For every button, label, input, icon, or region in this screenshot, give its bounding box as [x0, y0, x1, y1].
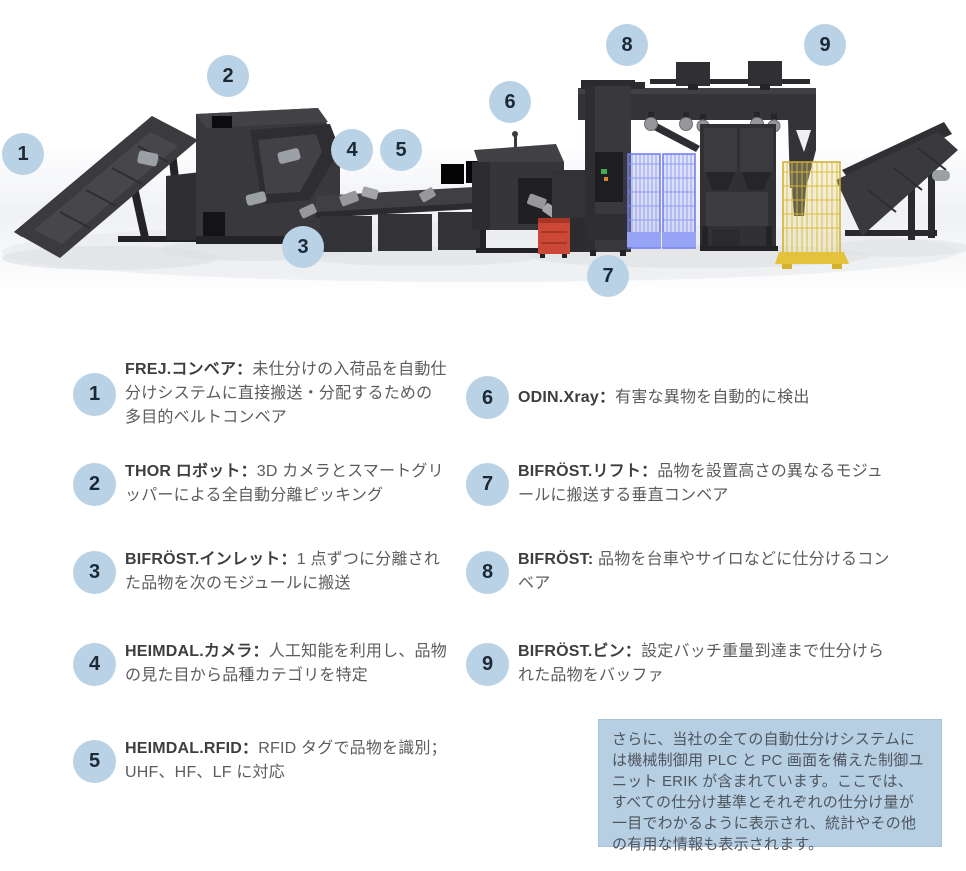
legend-title-9: BIFRÖST.ビン：: [518, 643, 642, 660]
legend-title-5: HEIMDAL.RFID：: [125, 740, 259, 757]
lift-tower: [581, 80, 635, 256]
legend-number-7: 7: [466, 462, 509, 506]
legend-desc-2: 3D カメラとスマートグリッパーによる全自動分離ピッキング: [125, 463, 444, 504]
legend-title-7: BIFRÖST.リフト：: [518, 463, 658, 480]
inlet-conveyor: [299, 161, 492, 252]
blue-cage: [662, 153, 696, 249]
yellow-cage: [775, 161, 849, 269]
machine-render: [0, 61, 966, 295]
legend-item-7: 7 BIFRÖST.リフト：品物を設置高さの異なるモジュールに搬送する垂直コンベ…: [466, 460, 896, 508]
legend-title-1: FREJ.コンベア：: [125, 361, 253, 378]
control-panel: [595, 152, 623, 202]
camera-unit: [339, 190, 359, 207]
legend-number-6: 6: [466, 376, 509, 419]
legend-desc-3: 1 点ずつに分離された品物を次のモジュールに搬送: [125, 551, 441, 592]
marker-5: 5: [380, 129, 422, 171]
legend-number-1: 1: [73, 372, 116, 416]
legend-desc-9: 設定バッチ重量到達まで仕分けられた品物をバッファ: [518, 643, 885, 684]
legend-item-8: 8 BIFRÖST: 品物を台車やサイロなどに仕分けるコンベア: [466, 548, 896, 596]
legend-text-9: BIFRÖST.ビン：設定バッチ重量到達まで仕分けられた品物をバッファ: [518, 640, 896, 688]
legend-desc-6: 有害な異物を自動的に検出: [615, 388, 810, 406]
legend-item-5: 5 HEIMDAL.RFID：RFID タグで品物を識別；UHF、HF、LF に…: [73, 737, 447, 785]
marker-6: 6: [489, 81, 531, 123]
legend-item-2: 2 THOR ロボット：3D カメラとスマートグリッパーによる全自動分離ピッキン…: [73, 460, 447, 508]
legend-text-2: THOR ロボット：3D カメラとスマートグリッパーによる全自動分離ピッキング: [125, 460, 447, 508]
legend-item-9: 9 BIFRÖST.ビン：設定バッチ重量到達まで仕分けられた品物をバッファ: [466, 640, 896, 688]
legend-text-8: BIFRÖST: 品物を台車やサイロなどに仕分けるコンベア: [518, 548, 896, 596]
legend-item-3: 3 BIFRÖST.インレット：1 点ずつに分離された品物を次のモジュールに搬送: [73, 548, 447, 596]
legend-title-6: ODIN.Xray：: [518, 388, 616, 406]
legend-text-5: HEIMDAL.RFID：RFID タグで品物を識別；UHF、HF、LF に対応: [125, 737, 447, 785]
marker-7: 7: [587, 255, 629, 297]
legend-item-4: 4 HEIMDAL.カメラ：人工知能を利用し、品物の見た目から品種カテゴリを特定: [73, 640, 447, 688]
red-cabinet: [538, 218, 570, 258]
legend-item-1: 1 FREJ.コンベア：未仕分けの入荷品を自動仕分けシステムに直接搬送・分配する…: [73, 358, 447, 430]
legend-desc-5: RFID タグで品物を識別；UHF、HF、LF に対応: [125, 740, 447, 781]
legend-title-8: BIFRÖST:: [518, 551, 599, 568]
legend-number-2: 2: [73, 462, 116, 506]
marker-8: 8: [606, 24, 648, 66]
blue-cage: [627, 153, 661, 249]
marker-1: 1: [2, 133, 44, 175]
legend-number-5: 5: [73, 739, 116, 783]
legend-text-7: BIFRÖST.リフト：品物を設置高さの異なるモジュールに搬送する垂直コンベア: [518, 460, 896, 508]
gantry-top-box: [748, 61, 782, 86]
thor-robot: [166, 108, 340, 244]
gantry-top-box: [676, 62, 710, 86]
sorting-system-illustration: 1 2 3 4 5 6 7 8 9: [0, 0, 966, 320]
legend-text-6: ODIN.Xray：有害な異物を自動的に検出: [518, 386, 896, 410]
legend-desc-7: 品物を設置高さの異なるモジュールに搬送する垂直コンベア: [518, 463, 883, 504]
erik-control-note: さらに、当社の全ての自動仕分けシステムには機械制御用 PLC と PC 画面を備…: [598, 719, 942, 853]
monitor-screen: [441, 164, 464, 184]
legend-text-3: BIFRÖST.インレット：1 点ずつに分離された品物を次のモジュールに搬送: [125, 548, 447, 596]
bin-modules: [700, 124, 778, 251]
marker-4: 4: [331, 129, 373, 171]
legend-title-4: HEIMDAL.カメラ：: [125, 643, 269, 660]
marker-9: 9: [804, 24, 846, 66]
legend-desc-8: 品物を台車やサイロなどに仕分けるコンベア: [518, 551, 890, 592]
legend-title-2: THOR ロボット：: [125, 463, 257, 480]
outfeed-conveyor: [836, 122, 958, 240]
legend-desc-4: 人工知能を利用し、品物の見た目から品種カテゴリを特定: [125, 643, 447, 684]
rfid-unit: [361, 186, 379, 200]
legend-number-3: 3: [73, 550, 116, 594]
legend-number-4: 4: [73, 642, 116, 686]
legend-text-4: HEIMDAL.カメラ：人工知能を利用し、品物の見た目から品種カテゴリを特定: [125, 640, 447, 688]
marker-3: 3: [282, 226, 324, 268]
legend-item-6: 6 ODIN.Xray：有害な異物を自動的に検出: [466, 376, 896, 419]
marker-2: 2: [207, 55, 249, 97]
legend-title-3: BIFRÖST.インレット：: [125, 551, 297, 568]
green-indicator: [601, 169, 607, 174]
legend-number-8: 8: [466, 550, 509, 594]
legend-number-9: 9: [466, 642, 509, 686]
legend-text-1: FREJ.コンベア：未仕分けの入荷品を自動仕分けシステムに直接搬送・分配するため…: [125, 358, 447, 430]
legend-desc-1: 未仕分けの入荷品を自動仕分けシステムに直接搬送・分配するための多目的ベルトコンベ…: [125, 361, 447, 426]
orange-indicator: [604, 177, 608, 181]
